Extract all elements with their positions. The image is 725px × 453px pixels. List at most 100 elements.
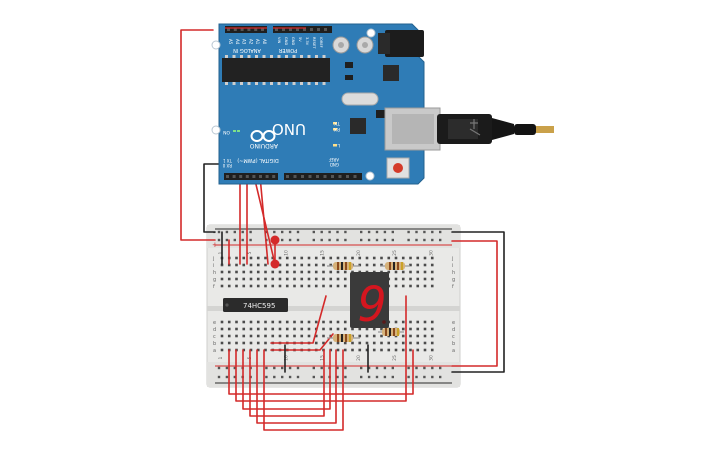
breadboard-hole[interactable] <box>322 341 325 345</box>
shift-register-chip[interactable]: 74HC595 <box>223 298 288 312</box>
rail-hole[interactable] <box>281 375 284 379</box>
breadboard-hole[interactable] <box>256 327 260 331</box>
power-pin[interactable] <box>282 28 285 31</box>
breadboard-hole[interactable] <box>278 327 282 331</box>
breadboard-hole[interactable] <box>372 334 376 338</box>
rail-hole[interactable] <box>265 366 268 370</box>
breadboard-hole[interactable] <box>264 348 267 352</box>
breadboard-hole[interactable] <box>336 256 340 260</box>
rail-hole[interactable] <box>439 375 442 379</box>
breadboard-hole[interactable] <box>264 263 267 267</box>
power-pin[interactable] <box>289 28 292 31</box>
breadboard-hole[interactable] <box>249 270 253 274</box>
rail-hole[interactable] <box>336 366 339 370</box>
breadboard-hole[interactable] <box>394 341 398 345</box>
breadboard-hole[interactable] <box>256 270 260 274</box>
breadboard-hole[interactable] <box>409 270 412 274</box>
rail-hole[interactable] <box>320 375 323 379</box>
power-pin[interactable] <box>275 28 278 31</box>
digital-header-low[interactable] <box>224 173 278 180</box>
breadboard-hole[interactable] <box>271 334 275 338</box>
rail-hole[interactable] <box>225 230 229 234</box>
breadboard-hole[interactable] <box>278 270 282 274</box>
breadboard-hole[interactable] <box>235 284 238 288</box>
rail-hole[interactable] <box>281 366 284 370</box>
resistor-1[interactable] <box>327 262 360 270</box>
breadboard-hole[interactable] <box>314 334 318 338</box>
breadboard-hole[interactable] <box>336 341 340 345</box>
breadboard-hole[interactable] <box>322 256 325 260</box>
power-pin[interactable] <box>303 28 306 31</box>
breadboard-hole[interactable] <box>430 270 434 274</box>
breadboard-hole[interactable] <box>278 277 282 281</box>
rail-hole[interactable] <box>312 375 315 379</box>
breadboard-hole[interactable] <box>365 263 369 267</box>
rail-hole[interactable] <box>344 230 347 234</box>
breadboard-hole[interactable] <box>430 256 434 260</box>
rail-hole[interactable] <box>320 238 323 242</box>
breadboard-hole[interactable] <box>416 348 420 352</box>
breadboard-hole[interactable] <box>401 334 405 338</box>
rail-hole[interactable] <box>281 230 284 234</box>
breadboard-hole[interactable] <box>401 284 405 288</box>
breadboard-hole[interactable] <box>423 327 427 331</box>
breadboard-hole[interactable] <box>220 348 224 352</box>
breadboard-hole[interactable] <box>430 320 434 324</box>
rail-hole[interactable] <box>415 230 418 234</box>
breadboard-hole[interactable] <box>430 277 434 281</box>
breadboard-hole[interactable] <box>285 263 289 267</box>
breadboard-hole[interactable] <box>336 327 340 331</box>
rail-hole[interactable] <box>281 238 284 242</box>
breadboard-hole[interactable] <box>227 334 231 338</box>
breadboard-hole[interactable] <box>322 327 325 331</box>
breadboard-hole[interactable] <box>249 256 253 260</box>
rail-hole[interactable] <box>328 230 331 234</box>
breadboard-hole[interactable] <box>387 270 391 274</box>
breadboard-hole[interactable] <box>343 270 347 274</box>
rail-hole[interactable] <box>312 230 315 234</box>
breadboard-hole[interactable] <box>380 327 383 331</box>
rail-hole[interactable] <box>360 375 363 379</box>
wire-right-power-bridge[interactable] <box>451 240 498 367</box>
digital-pin[interactable] <box>226 175 229 178</box>
breadboard-hole[interactable] <box>322 334 325 338</box>
breadboard-hole[interactable] <box>293 256 296 260</box>
breadboard-hole[interactable] <box>423 263 427 267</box>
breadboard-hole[interactable] <box>380 263 383 267</box>
rail-hole[interactable] <box>407 238 410 242</box>
breadboard-hole[interactable] <box>242 341 246 345</box>
breadboard-hole[interactable] <box>293 320 296 324</box>
breadboard-hole[interactable] <box>336 348 340 352</box>
digital-pin[interactable] <box>308 175 312 178</box>
rail-hole[interactable] <box>375 238 379 242</box>
digital-pin[interactable] <box>338 175 342 178</box>
rail-hole[interactable] <box>344 366 347 370</box>
breadboard-hole[interactable] <box>227 270 231 274</box>
breadboard-hole[interactable] <box>314 256 318 260</box>
rail-hole[interactable] <box>415 366 418 370</box>
breadboard-hole[interactable] <box>416 270 420 274</box>
seven-segment-display[interactable]: 9 <box>350 272 389 333</box>
breadboard-hole[interactable] <box>300 320 304 324</box>
rail-hole[interactable] <box>391 238 394 242</box>
breadboard-hole[interactable] <box>365 341 369 345</box>
breadboard-hole[interactable] <box>351 256 354 260</box>
rail-hole[interactable] <box>296 230 300 234</box>
breadboard-hole[interactable] <box>307 320 311 324</box>
breadboard-hole[interactable] <box>423 334 427 338</box>
breadboard-hole[interactable] <box>401 341 405 345</box>
breadboard-hole[interactable] <box>394 284 398 288</box>
breadboard-hole[interactable] <box>300 270 304 274</box>
rail-hole[interactable] <box>225 375 229 379</box>
wires[interactable] <box>180 29 505 431</box>
breadboard-hole[interactable] <box>307 270 311 274</box>
rail-hole[interactable] <box>407 366 410 370</box>
rail-hole[interactable] <box>336 230 339 234</box>
rail-hole[interactable] <box>439 238 442 242</box>
breadboard-hole[interactable] <box>293 277 296 281</box>
breadboard-hole[interactable] <box>401 320 405 324</box>
breadboard-hole[interactable] <box>430 341 434 345</box>
rail-hole[interactable] <box>296 375 300 379</box>
breadboard-hole[interactable] <box>343 348 347 352</box>
rail-hole[interactable] <box>288 366 292 370</box>
